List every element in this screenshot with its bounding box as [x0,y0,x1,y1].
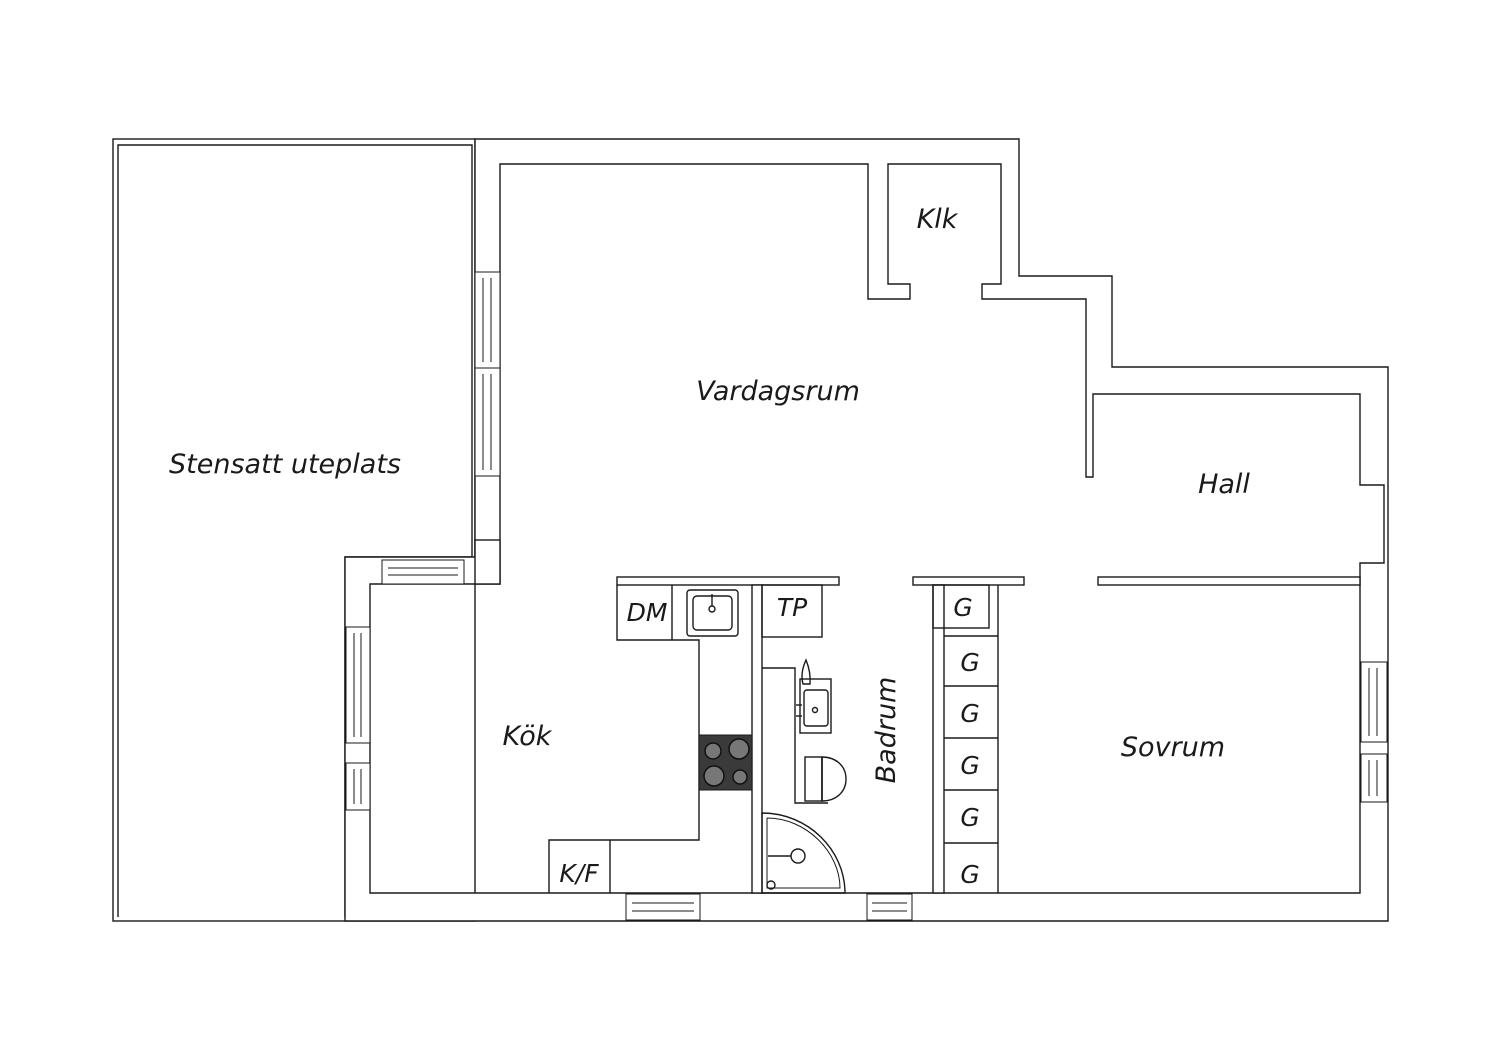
bathroom-sink-icon [796,658,832,734]
window-kitchen-side-1 [345,626,371,744]
window-kitchen-top [381,559,465,585]
wardrobe-label: G [960,860,979,889]
shower-icon [761,812,846,894]
wardrobe-label: G [953,593,972,622]
wardrobe-label: G [960,803,979,832]
kitchen-sink-icon [686,589,739,637]
kitchen-counter [548,585,700,893]
stove-icon [698,734,753,791]
room-label-bathroom: Badrum [871,677,902,784]
wardrobe-label: G [960,648,979,677]
room-label-patio: Stensatt uteplats [169,449,401,480]
window-bedroom-2 [1360,753,1388,803]
wardrobe-label: G [960,751,979,780]
bathroom-cabinet [761,584,828,804]
exterior-walls [344,138,1389,922]
window-kitchen-bottom [625,893,701,921]
fridge-freezer-label: K/F [559,859,599,888]
dishwasher-label: DM [627,598,668,627]
toilet-icon [804,756,847,802]
window-living-2 [474,367,501,477]
window-bedroom-1 [1360,661,1388,743]
wardrobe-label: G [960,699,979,728]
room-label-closet: Klk [917,204,959,235]
window-living-1 [474,271,501,369]
room-label-living: Vardagsrum [696,376,860,407]
patio-area [112,138,476,922]
windows [345,271,1388,921]
room-label-hall: Hall [1198,469,1250,500]
window-bath-bottom [866,893,913,921]
room-label-kitchen: Kök [503,721,553,752]
room-label-bedroom: Sovrum [1121,732,1225,763]
wall-step [474,539,501,585]
dryer-label: TP [777,593,808,622]
wardrobes [932,584,998,844]
window-kitchen-side-2 [345,762,371,811]
